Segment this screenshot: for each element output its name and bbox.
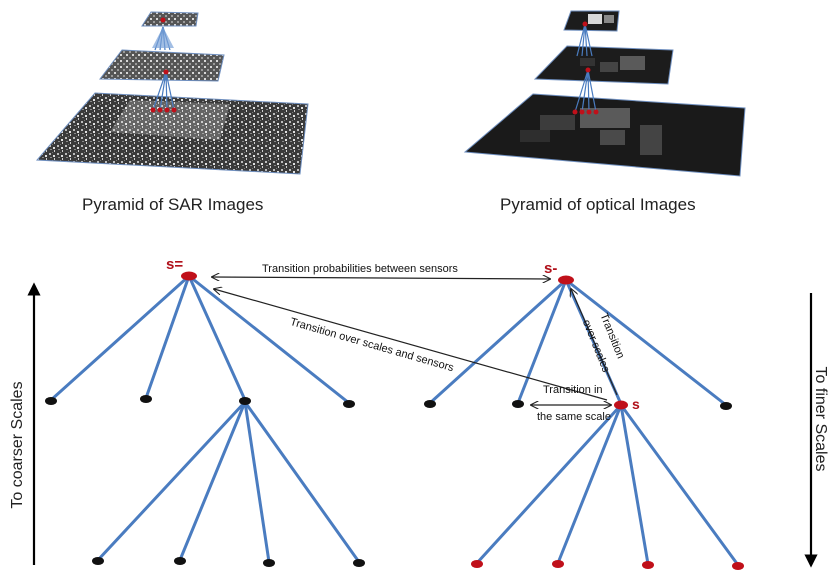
label-same-scale-2: the same scale (537, 411, 611, 423)
arrow-over-scales-sensors (214, 289, 608, 401)
caption-optical: Pyramid of optical Images (500, 195, 696, 214)
node-left-leaf-3 (263, 559, 275, 567)
node-right-leaf-3 (642, 561, 654, 569)
node-right-parent (558, 275, 574, 285)
transition-arrows (212, 277, 618, 405)
label-same-scale-1: Transition in (543, 384, 603, 396)
label-left-parent: s= (166, 256, 184, 273)
node-left-child-3 (239, 397, 251, 405)
node-right-child-4 (720, 402, 732, 410)
label-between-sensors: Transition probabilities between sensors (262, 263, 458, 275)
node-left-child-4 (343, 400, 355, 408)
caption-sar: Pyramid of SAR Images (82, 195, 264, 214)
node-left-leaf-2 (174, 557, 186, 565)
sar-pyramid (35, 11, 309, 175)
node-left-child-1 (45, 397, 57, 405)
node-left-child-2 (140, 395, 152, 403)
label-right-parent: s- (544, 260, 558, 277)
node-right-s (614, 400, 628, 410)
sar-layer-base (35, 92, 309, 175)
label-right-s: s (632, 396, 640, 412)
sar-layer-mid (99, 49, 225, 82)
optical-pyramid (463, 10, 746, 177)
node-left-leaf-4 (353, 559, 365, 567)
node-right-child-2 (512, 400, 524, 408)
node-right-child-1 (424, 400, 436, 408)
node-right-leaf-4 (732, 562, 744, 570)
left-tree (45, 271, 365, 567)
arrow-between-sensors (212, 277, 550, 279)
arrow-over-scales (571, 289, 618, 396)
node-left-parent (181, 271, 197, 281)
node-left-leaf-1 (92, 557, 104, 565)
right-tree (424, 275, 744, 570)
label-coarser-scales: To coarser Scales (9, 381, 26, 509)
node-right-leaf-1 (471, 560, 483, 568)
node-right-leaf-2 (552, 560, 564, 568)
label-finer-scales: To finer Scales (812, 366, 828, 472)
sar-layer-top (141, 11, 199, 27)
